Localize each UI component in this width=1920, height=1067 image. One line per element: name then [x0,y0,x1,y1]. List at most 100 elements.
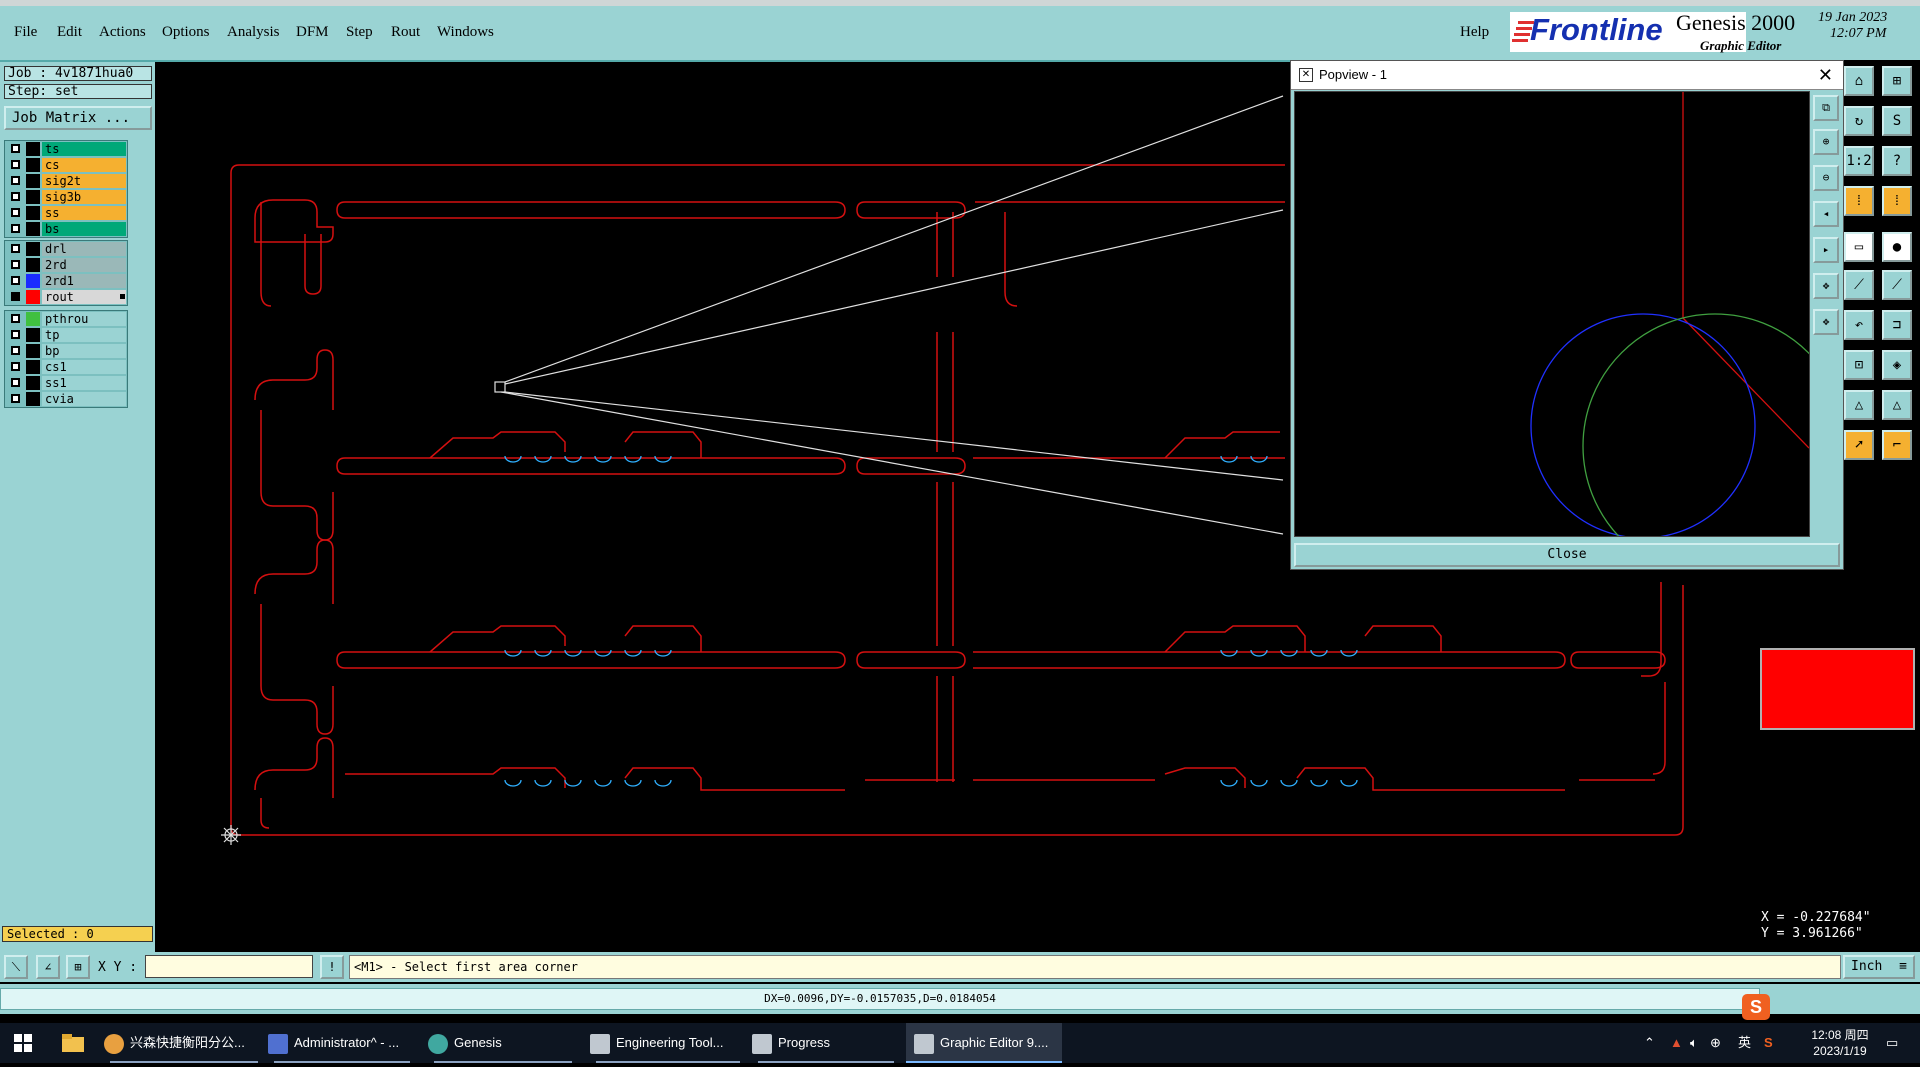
sogou-icon[interactable]: S [1764,1035,1773,1050]
popview-canvas[interactable] [1294,91,1848,579]
layer-name[interactable]: tp [42,328,126,342]
layer-color-swatch[interactable] [26,222,40,236]
task-graphic-editor[interactable]: Graphic Editor 9.... [906,1023,1062,1063]
layer-color-swatch[interactable] [26,190,40,204]
layer-name[interactable]: sig3b [42,190,126,204]
array-tool-button[interactable]: ⊡ [1844,350,1874,380]
layer-checkbox[interactable] [11,224,20,233]
layer-checkbox[interactable] [11,176,20,185]
connect-tool-button[interactable]: ⟋ [1844,270,1874,300]
layer-row-cvia[interactable]: cvia [5,391,127,407]
menu-windows[interactable]: Windows [437,24,494,40]
menu-dfm[interactable]: DFM [296,24,329,40]
drill-map-button[interactable]: ⁞ [1844,186,1874,216]
layer-color-swatch[interactable] [26,158,40,172]
ime-logo-icon[interactable]: S [1742,994,1770,1020]
home-tool-button[interactable]: ⌂ [1844,66,1874,96]
popview-zoom-fit-button[interactable]: ⧉ [1813,95,1839,121]
pad-tool-button[interactable]: ● [1882,232,1912,262]
layer-color-swatch[interactable] [26,242,40,256]
help-tool-button[interactable]: ? [1882,146,1912,176]
layer-name[interactable]: drl [42,242,126,256]
layer-color-swatch[interactable] [26,344,40,358]
layer-checkbox[interactable] [11,314,20,323]
layer-color-swatch[interactable] [26,376,40,390]
task-genesis[interactable]: Genesis [428,1023,578,1063]
layer-name[interactable]: bs [42,222,126,236]
xy-input[interactable] [145,955,313,978]
menu-edit[interactable]: Edit [57,24,82,40]
layer-checkbox[interactable] [11,346,20,355]
layer-checkbox[interactable] [11,208,20,217]
s-curve-tool-button[interactable]: S [1882,106,1912,136]
angle-tool-button[interactable]: ∠ [36,955,60,979]
layer-row-ss1[interactable]: ss1 [5,375,127,391]
menu-step[interactable]: Step [346,24,373,40]
menu-help[interactable]: Help [1460,24,1490,40]
layer-checkbox[interactable] [11,292,20,301]
layer-color-swatch[interactable] [26,360,40,374]
network-icon[interactable]: ⊕ [1710,1035,1721,1050]
snap-tool-button[interactable]: ⟍ [4,955,28,979]
layer-row-pthrou[interactable]: pthrou [5,311,127,327]
layer-name[interactable]: 2rd [42,258,126,272]
popview-pan-right-button[interactable]: ▸ [1813,237,1839,263]
drill-map-2-button[interactable]: ⁞ [1882,186,1912,216]
layer-checkbox[interactable] [11,192,20,201]
task-progress[interactable]: Progress [752,1023,900,1063]
measure-tool-button[interactable]: △ [1844,390,1874,420]
close-icon[interactable]: ✕ [1817,65,1833,85]
layer-row-2rd[interactable]: 2rd [5,257,127,273]
layer-color-swatch[interactable] [26,328,40,342]
graphic-canvas[interactable] [155,62,1758,950]
popview-zoom-in-button[interactable]: ⊕ [1813,129,1839,155]
layer-name[interactable]: cs1 [42,360,126,374]
measure-2-tool-button[interactable]: △ [1882,390,1912,420]
task-administrator[interactable]: Administrator^ - ... [268,1023,416,1063]
tray-app-icon[interactable]: ▲ [1670,1035,1683,1050]
layer-name[interactable]: sig2t [42,174,126,188]
volume-icon[interactable]: 🔈︎ [1690,1035,1698,1050]
connect-2-tool-button[interactable]: ⟋ [1882,270,1912,300]
layer-checkbox[interactable] [11,276,20,285]
notification-icon[interactable]: ▭ [1886,1035,1899,1050]
route-tool-button[interactable]: ⌐ [1882,430,1912,460]
layer-color-swatch[interactable] [26,258,40,272]
layer-row-bs[interactable]: bs [5,221,127,237]
split-view-button[interactable]: ⊞ [1882,66,1912,96]
layer-checkbox[interactable] [11,330,20,339]
layer-row-cs1[interactable]: cs1 [5,359,127,375]
layer-row-drl[interactable]: drl [5,241,127,257]
layer-checkbox[interactable] [11,244,20,253]
ime-indicator[interactable]: 英 [1738,1035,1752,1050]
layer-row-rout[interactable]: rout [5,289,127,305]
layer-row-cs[interactable]: cs [5,157,127,173]
menu-analysis[interactable]: Analysis [227,24,280,40]
menu-file[interactable]: File [14,24,38,40]
layer-name[interactable]: ts [42,142,126,156]
popview-move-button[interactable]: ✥ [1813,309,1839,335]
layer-checkbox[interactable] [11,160,20,169]
mirror-tool-button[interactable]: ⊐ [1882,310,1912,340]
grid-snap-button[interactable]: ⊞ [66,955,90,979]
layer-checkbox[interactable] [11,260,20,269]
layer-name[interactable]: bp [42,344,126,358]
layer-color-swatch[interactable] [26,312,40,326]
layer-name[interactable]: ss [42,206,126,220]
ruler-tool-button[interactable]: ▭ [1844,232,1874,262]
popview-pan-left-button[interactable]: ◂ [1813,201,1839,227]
shapes-tool-button[interactable]: ◈ [1882,350,1912,380]
layer-color-swatch[interactable] [26,142,40,156]
popview-close-button[interactable]: Close [1294,543,1840,567]
task-folder[interactable]: 兴森快捷衡阳分公... [104,1023,264,1063]
rotate-tool-button[interactable]: ↶ [1844,310,1874,340]
layer-name[interactable]: pthrou [42,312,126,326]
menu-options[interactable]: Options [162,24,210,40]
layer-row-ss[interactable]: ss [5,205,127,221]
tray-expand-icon[interactable]: ⌃ [1644,1035,1655,1050]
layer-row-sig3b[interactable]: sig3b [5,189,127,205]
overview-preview[interactable] [1760,648,1915,730]
layer-row-ts[interactable]: ts [5,141,127,157]
layer-color-swatch[interactable] [26,274,40,288]
layer-color-swatch[interactable] [26,174,40,188]
